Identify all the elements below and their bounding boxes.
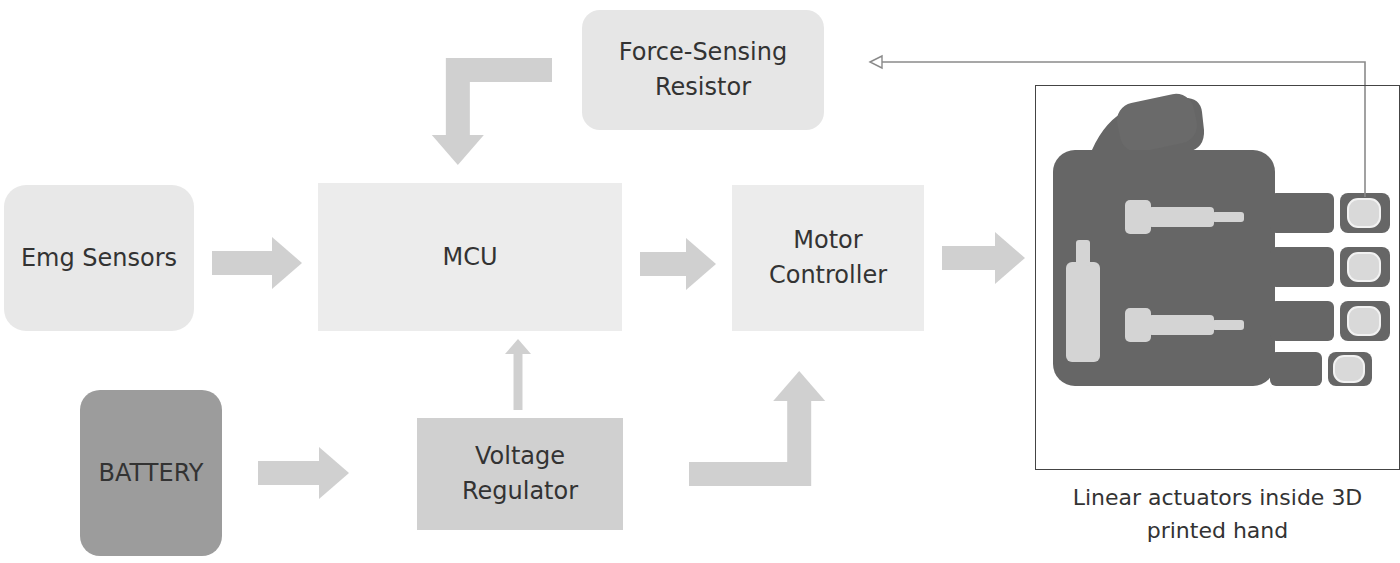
- signal-arrow: [432, 70, 552, 165]
- battery-box: BATTERY: [80, 390, 222, 556]
- arrow-head: [686, 238, 716, 290]
- arrow-head: [505, 339, 531, 354]
- arrow-shaft: [458, 70, 552, 135]
- mcu-box: MCU: [318, 183, 622, 331]
- arrow-head: [432, 135, 484, 165]
- arrow-head: [319, 447, 349, 499]
- signal-arrow: [640, 238, 716, 290]
- regulator-box: Voltage Regulator: [417, 418, 623, 530]
- hand-drawing: [1053, 90, 1390, 386]
- box-label: BATTERY: [89, 456, 214, 491]
- signal-arrow: [689, 371, 825, 474]
- arrow-shaft: [212, 251, 272, 275]
- sensor-box: Force-Sensing Resistor: [582, 10, 824, 130]
- arrow-shaft: [689, 401, 799, 474]
- arrow-shaft: [514, 354, 523, 410]
- hand-frame: Linear actuators inside 3D printed hand: [1035, 85, 1400, 470]
- arrow-head: [773, 371, 825, 401]
- box-label: Motor Controller: [732, 223, 924, 293]
- arrow-head: [870, 56, 882, 68]
- box-label: Force-Sensing Resistor: [582, 35, 824, 105]
- sensor-wire: [870, 56, 1365, 197]
- arrow-shaft: [942, 246, 995, 270]
- sensor-box: Emg Sensors: [4, 185, 194, 331]
- arrow-head: [272, 237, 302, 289]
- arrow-shaft: [640, 252, 686, 276]
- signal-arrow: [212, 237, 302, 289]
- signal-arrow: [942, 232, 1025, 284]
- hand-caption: Linear actuators inside 3D printed hand: [1073, 481, 1363, 547]
- arrow-shaft: [258, 461, 319, 485]
- box-label: Voltage Regulator: [417, 439, 623, 509]
- arrow-head: [995, 232, 1025, 284]
- arrow-shaft: [882, 62, 1365, 197]
- box-label: Emg Sensors: [11, 241, 187, 276]
- signal-arrow: [258, 447, 349, 499]
- signal-arrow: [505, 339, 531, 410]
- controller-box: Motor Controller: [732, 185, 924, 331]
- box-label: MCU: [432, 240, 507, 275]
